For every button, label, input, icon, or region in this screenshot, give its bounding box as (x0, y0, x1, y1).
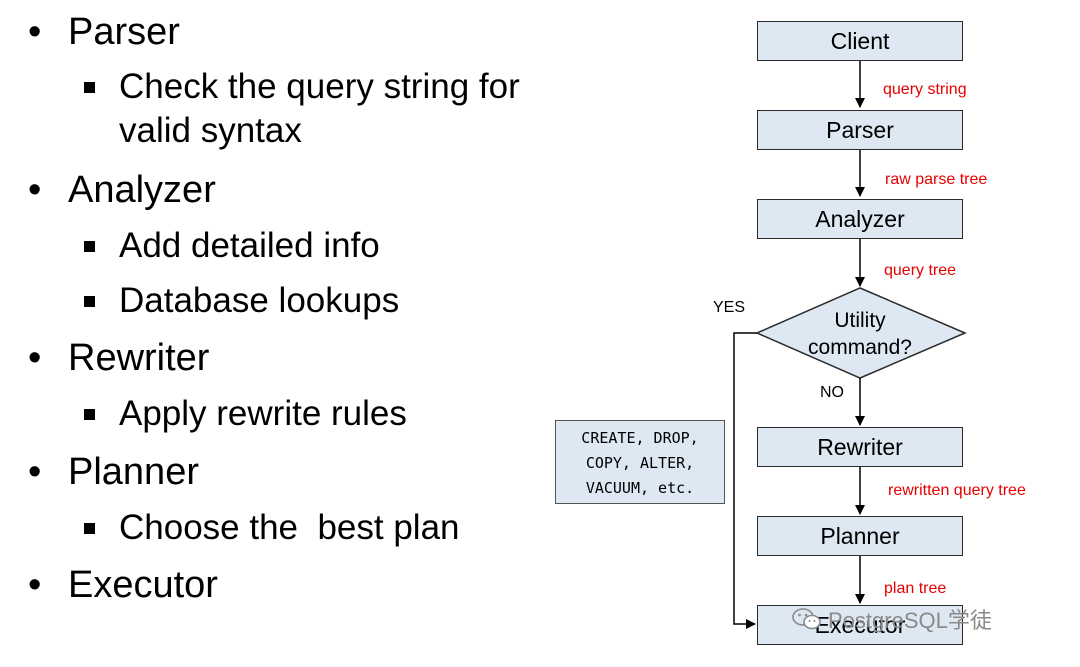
edge-label-no: NO (820, 384, 844, 401)
wechat-icon (792, 608, 821, 630)
bullet-dot: • (28, 451, 42, 493)
bullet-dot: • (28, 169, 42, 211)
sub-bullet-label: Add detailed info (119, 226, 380, 265)
square-bullet (84, 241, 95, 252)
bullet-label: Analyzer (68, 169, 216, 211)
node-planner: Planner (757, 516, 963, 556)
watermark-text: PostgreSQL学徒 (828, 608, 992, 633)
square-bullet (84, 523, 95, 534)
bullet-label: Executor (68, 564, 218, 606)
sub-bullet-label: Choose the best plan (119, 508, 460, 547)
node-executor: Executor (757, 605, 963, 645)
square-bullet (84, 409, 95, 420)
square-bullet (84, 296, 95, 307)
bullet-dot: • (28, 11, 42, 53)
edge-label-raw-parse-tree: raw parse tree (885, 171, 988, 188)
sub-bullet-label: Apply rewrite rules (119, 394, 407, 433)
sub-bullet-label: Check the query string for valid syntax (119, 67, 520, 150)
node-client: Client (757, 21, 963, 61)
edge-label-plan-tree: plan tree (884, 580, 947, 597)
utility-commands-box: CREATE, DROP, COPY, ALTER, VACUUM, etc. (555, 420, 725, 504)
node-analyzer: Analyzer (757, 199, 963, 239)
node-decision-label: Utility command? (808, 309, 912, 359)
node-rewriter: Rewriter (757, 427, 963, 467)
edge-label-query-string: query string (883, 81, 967, 98)
bullet-label: Parser (68, 11, 180, 53)
bullet-dot: • (28, 564, 42, 606)
watermark: PostgreSQL学徒 (792, 603, 992, 635)
sub-bullet-label: Database lookups (119, 281, 400, 320)
bullet-label: Planner (68, 451, 199, 493)
edge-label-query-tree: query tree (884, 262, 957, 279)
bullet-label: Rewriter (68, 337, 210, 379)
arrow-yes-branch (733, 332, 757, 629)
bullet-list: • Parser Check the query string for vali… (28, 11, 520, 606)
square-bullet (84, 82, 95, 93)
edge-label-yes: YES (713, 299, 746, 316)
node-parser: Parser (757, 110, 963, 150)
edge-label-rewritten-query-tree: rewritten query tree (888, 482, 1026, 499)
bullet-dot: • (28, 337, 42, 379)
